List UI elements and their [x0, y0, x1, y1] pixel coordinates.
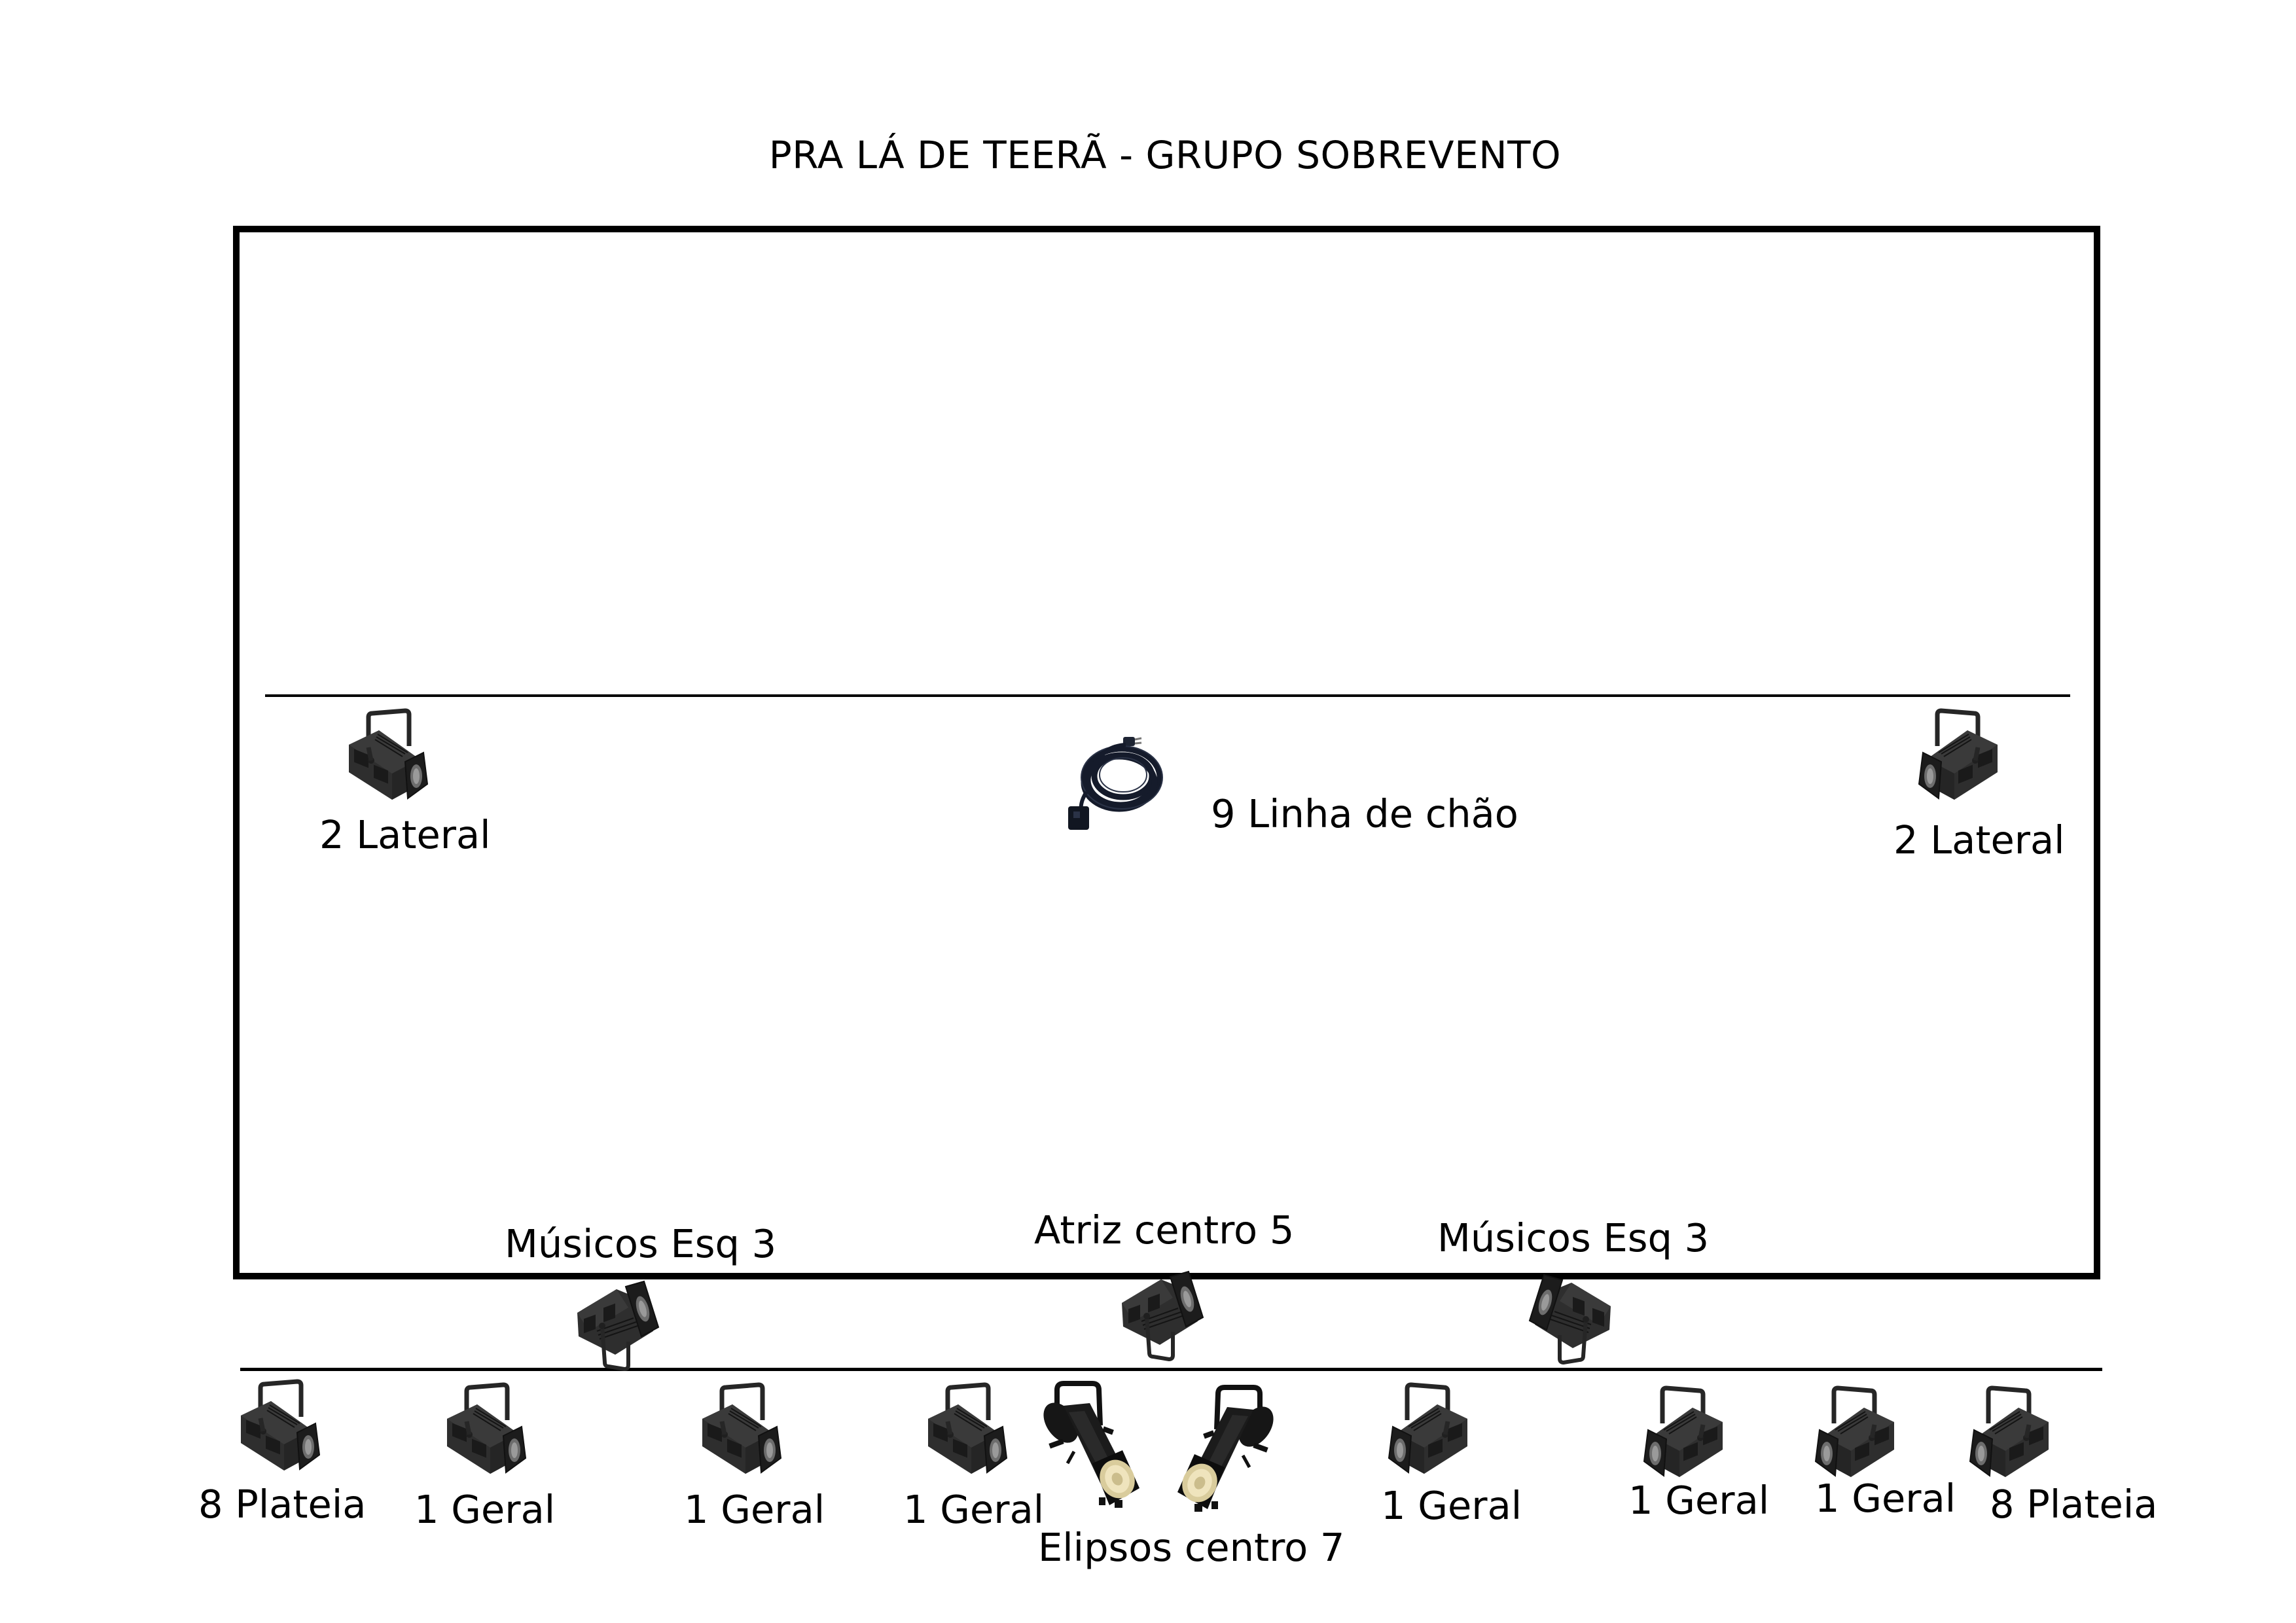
- fixture-label-general-6: 1 Geral: [1815, 1476, 1956, 1521]
- fresnel-spotlight-icon: [435, 1381, 527, 1479]
- fresnel-spotlight-icon: [337, 707, 429, 805]
- fixture-label-general-3: 1 Geral: [903, 1487, 1045, 1532]
- fixture-label-audience-right: 8 Plateia: [1990, 1482, 2158, 1527]
- fixture-label-lateral-left: 2 Lateral: [319, 812, 491, 857]
- fresnel-spotlight-icon: [691, 1381, 782, 1479]
- upstage-batten-line: [265, 694, 2070, 697]
- fixture-label-actress-center: Atriz centro 5: [1034, 1207, 1295, 1253]
- fresnel-spotlight-icon: [1388, 1381, 1479, 1479]
- stage-outline: [233, 226, 2100, 1279]
- fixture-label-general-1: 1 Geral: [414, 1487, 556, 1532]
- fixture-label-floor-line: 9 Linha de chão: [1211, 791, 1518, 836]
- fixture-label-general-5: 1 Geral: [1628, 1478, 1770, 1523]
- ellipsoidal-spotlight-icon: [1037, 1380, 1142, 1510]
- diagram-title: PRA LÁ DE TEERÃ - GRUPO SOBREVENTO: [768, 133, 1562, 177]
- fresnel-spotlight-icon: [1643, 1384, 1734, 1482]
- front-batten-line: [240, 1368, 2102, 1371]
- fresnel-spotlight-icon: [1969, 1384, 2060, 1482]
- fresnel-spotlight-icon: [1814, 1384, 1906, 1482]
- fresnel-spotlight-icon: [1113, 1266, 1204, 1364]
- fixture-label-audience-left: 8 Plateia: [198, 1482, 367, 1527]
- fresnel-spotlight-icon: [1918, 707, 2009, 805]
- extension-cable-icon: [1060, 733, 1172, 831]
- fresnel-spotlight-icon: [916, 1381, 1008, 1479]
- fixture-label-musicians-left: Músicos Esq 3: [505, 1221, 777, 1266]
- fixture-label-general-4: 1 Geral: [1381, 1483, 1522, 1528]
- fresnel-spotlight-icon: [229, 1378, 321, 1476]
- fixture-label-musicians-right: Músicos Esq 3: [1437, 1215, 1710, 1260]
- fresnel-spotlight-icon: [1528, 1270, 1620, 1368]
- fixture-label-lateral-right: 2 Lateral: [1893, 817, 2065, 863]
- ellipsoidal-spotlight-icon: [1175, 1383, 1280, 1514]
- fresnel-spotlight-icon: [568, 1276, 660, 1374]
- ellipsoidal-group-label: Elipsos centro 7: [1038, 1525, 1345, 1570]
- fixture-label-general-2: 1 Geral: [684, 1487, 825, 1532]
